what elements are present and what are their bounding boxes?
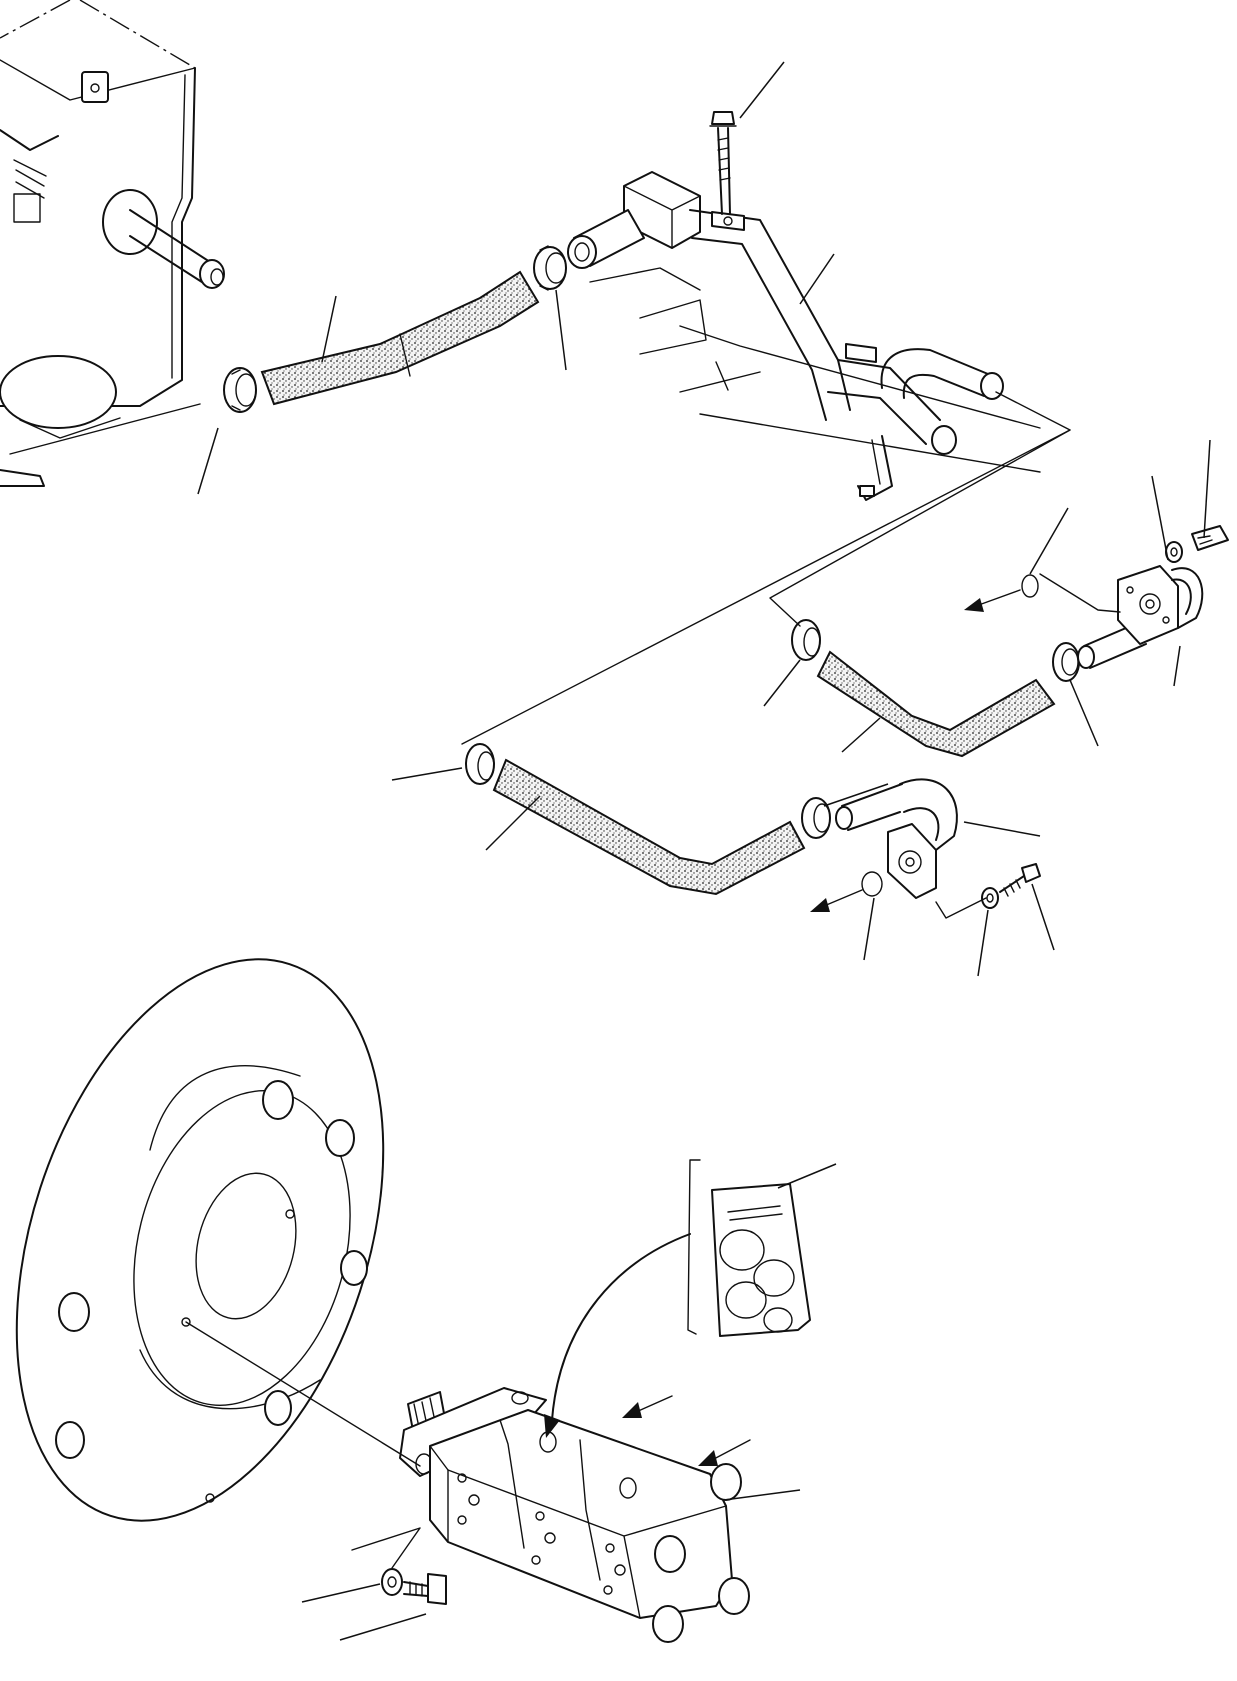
housing-bracket [81, 71, 109, 103]
flow-arrow [622, 1395, 673, 1418]
hose-clamp [465, 743, 495, 785]
flow-arrow [810, 889, 863, 912]
o-ring [1021, 574, 1039, 598]
pump-flange-elbow [835, 778, 958, 899]
shaft-flange [102, 189, 158, 255]
assembly-lines [351, 1527, 421, 1569]
hose-clamp [791, 619, 821, 661]
o-ring [861, 871, 883, 897]
hose-clamp [1052, 642, 1080, 682]
hose-clamp [801, 797, 831, 839]
flywheel-housing [15, 958, 385, 1522]
suction-hose-upper [260, 270, 540, 406]
mounting-bolt [709, 111, 737, 215]
assembly-axis [185, 1321, 421, 1467]
hose-clamp [533, 245, 567, 291]
seal-kit [544, 1159, 811, 1438]
hydraulic-pump [399, 1387, 750, 1643]
flange-bolt [999, 863, 1041, 897]
assembly-lines [461, 391, 1121, 919]
lock-washer [381, 1568, 403, 1596]
suction-hose-lower [492, 758, 806, 896]
flow-arrow [964, 589, 1021, 612]
hose-clamp [223, 367, 257, 413]
suction-hose-middle [816, 650, 1056, 758]
drain-cover [0, 355, 117, 429]
flange-bolt [403, 1573, 447, 1605]
flow-arrow [698, 1439, 751, 1466]
flange-bolt [1191, 525, 1229, 551]
gearbox-housing [0, 0, 225, 487]
leader-lines [197, 61, 1211, 1641]
suction-tube [567, 171, 1041, 501]
lock-washer [981, 887, 999, 909]
pump-flange-elbow [1077, 565, 1204, 669]
